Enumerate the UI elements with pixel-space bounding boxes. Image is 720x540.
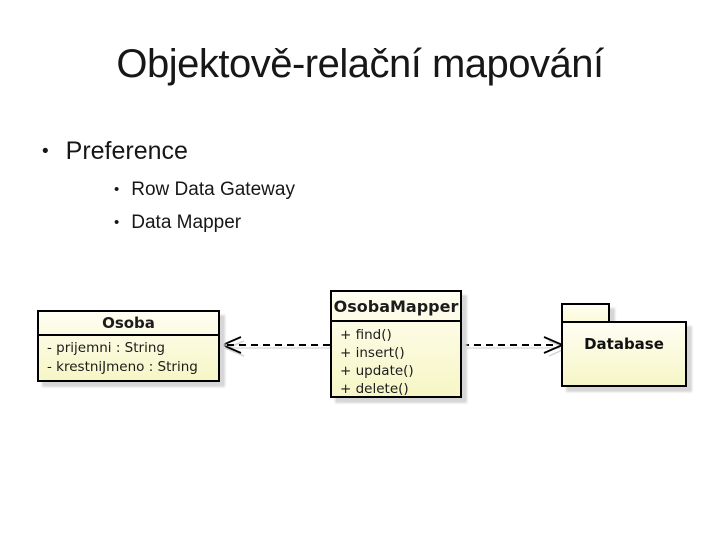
uml-methods: + find() + insert() + update() + delete(…: [332, 322, 460, 398]
bullet-item-preference: • Preference: [42, 137, 188, 166]
bullet-item-data-mapper: • Data Mapper: [114, 212, 241, 234]
bullet-label: Row Data Gateway: [131, 179, 295, 200]
uml-method: + insert(): [340, 345, 405, 361]
bullet-icon: •: [42, 141, 49, 162]
bullet-icon: •: [114, 181, 120, 198]
uml-class-name: Osoba: [39, 312, 218, 336]
bullet-label: Preference: [65, 137, 188, 165]
dependency-arrow-mapper-to-osoba: [220, 336, 330, 354]
bullet-item-row-data-gateway: • Row Data Gateway: [114, 179, 295, 201]
uml-package-database: Database: [561, 321, 687, 387]
dependency-arrow-mapper-to-database: [462, 336, 565, 354]
bullet-label: Data Mapper: [131, 212, 242, 233]
slide-title: Objektově-relační mapování: [116, 42, 604, 86]
uml-attribute: - krestniJmeno : String: [47, 359, 198, 375]
uml-method: + update(): [340, 363, 414, 379]
uml-attribute: - prijemni : String: [47, 340, 165, 356]
package-name: Database: [584, 335, 664, 353]
bullet-icon: •: [114, 214, 120, 231]
uml-class-osoba: Osoba - prijemni : String - krestniJmeno…: [37, 310, 220, 382]
uml-method: + delete(): [340, 381, 409, 397]
uml-method: + find(): [340, 327, 392, 343]
uml-class-osobamapper: OsobaMapper + find() + insert() + update…: [330, 290, 462, 398]
uml-class-name: OsobaMapper: [332, 292, 460, 322]
uml-attributes: - prijemni : String - krestniJmeno : Str…: [39, 336, 218, 377]
